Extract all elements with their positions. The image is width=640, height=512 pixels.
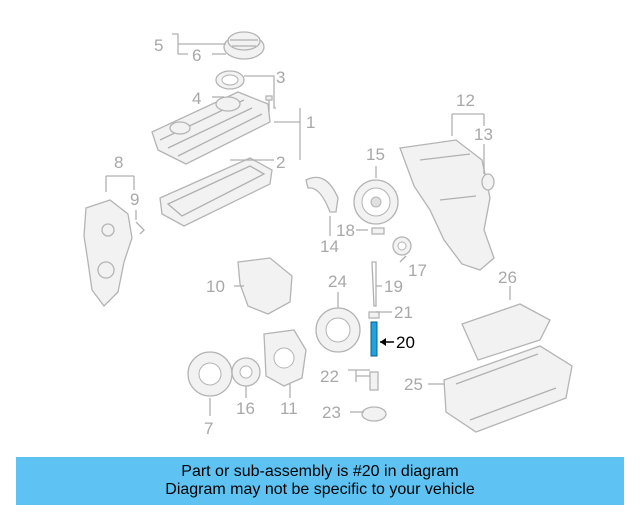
banner-line-2: Diagram may not be specific to your vehi… — [165, 481, 475, 498]
leader-lines — [105, 33, 511, 416]
valve-cover-gasket — [159, 157, 273, 227]
oil-baffle — [461, 303, 551, 361]
callout-4: 4 — [192, 89, 201, 108]
callout-5: 5 — [154, 36, 163, 55]
callout-3: 3 — [276, 68, 285, 87]
oil-sensor — [361, 406, 387, 422]
callout-24: 24 — [328, 272, 347, 291]
callout-21: 21 — [394, 303, 413, 322]
valve-cover — [151, 91, 271, 165]
callout-15: 15 — [366, 145, 385, 164]
callout-25: 25 — [404, 375, 423, 394]
heat-shield — [237, 257, 293, 315]
callout-14: 14 — [320, 237, 339, 256]
leader-part-20 — [380, 338, 394, 346]
callout-20: 20 — [396, 333, 415, 352]
cover-bolt — [265, 95, 273, 112]
crankshaft-pulley — [187, 351, 233, 397]
timing-guide — [305, 176, 339, 213]
callout-10: 10 — [206, 277, 225, 296]
callout-26: 26 — [498, 268, 517, 287]
oil-pan — [443, 345, 573, 433]
banner-line-1: Part or sub-assembly is #20 in diagram — [181, 463, 459, 480]
sprocket-bolt — [371, 227, 385, 235]
oil-filler-cap — [223, 31, 265, 60]
dipstick-tube-part-20 — [370, 321, 378, 357]
cap-seal — [215, 70, 245, 90]
timing-cover-right — [399, 139, 495, 271]
callout-19: 19 — [384, 277, 403, 296]
callout-13: 13 — [474, 125, 493, 144]
dipstick — [371, 261, 377, 307]
tensioner-pulley — [392, 236, 412, 256]
tube-seal — [368, 311, 380, 319]
callout-22: 22 — [320, 367, 339, 386]
callout-6: 6 — [192, 46, 201, 65]
callout-18: 18 — [336, 221, 355, 240]
callout-23: 23 — [322, 403, 341, 422]
callout-16: 16 — [236, 399, 255, 418]
part-info-banner: Part or sub-assembly is #20 in diagram D… — [16, 457, 624, 505]
bushing — [369, 371, 379, 391]
callout-11: 11 — [280, 399, 298, 418]
callout-1: 1 — [306, 113, 315, 132]
bolt-9 — [135, 221, 145, 235]
callout-8: 8 — [114, 153, 123, 172]
timing-cover-left — [83, 199, 133, 307]
callout-2: 2 — [276, 153, 285, 172]
callout-7: 7 — [204, 419, 213, 438]
callout-12: 12 — [456, 91, 475, 110]
flywheel — [315, 307, 361, 353]
callout-17: 17 — [408, 261, 427, 280]
camshaft-sprocket — [353, 179, 399, 225]
seal-housing — [263, 329, 307, 387]
callout-9: 9 — [130, 190, 139, 209]
crankshaft-sprocket — [231, 357, 261, 387]
cover-plug — [481, 173, 495, 191]
